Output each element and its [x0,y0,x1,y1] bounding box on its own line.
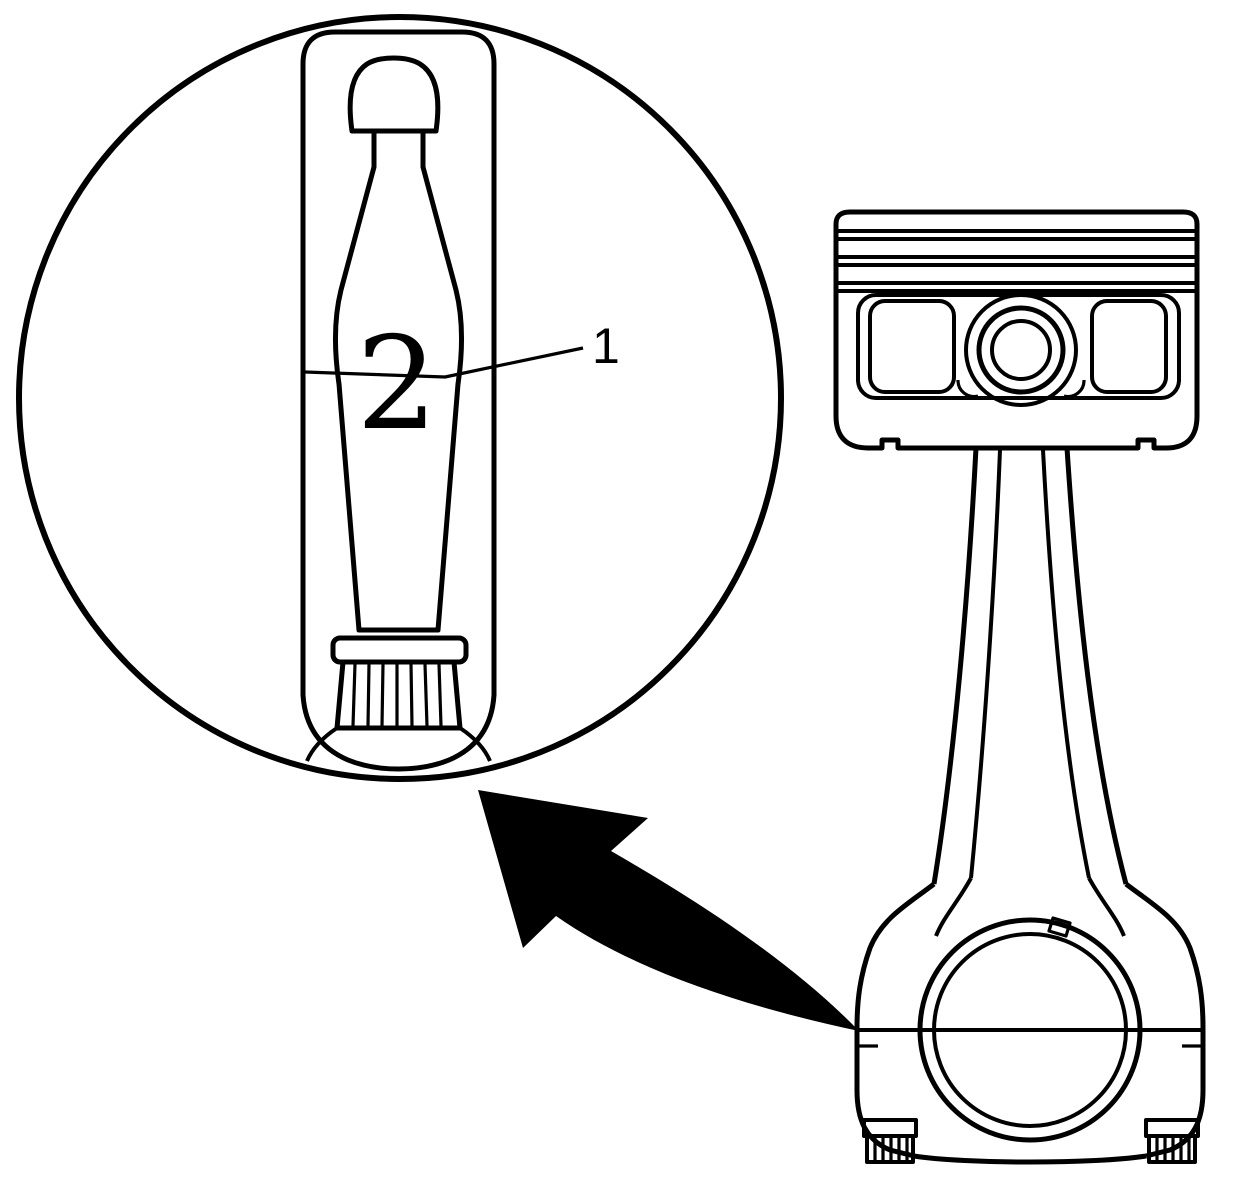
rod-shank [931,447,1129,937]
bearing-tang-notch [1047,916,1072,938]
piston-silhouette [833,209,1200,451]
rod-body-taper [333,128,464,633]
piston-ring-grooves [836,229,1197,293]
crank-bore-outer [917,917,1143,1143]
rod-bolt-left [862,1118,918,1164]
magnify-arrow [478,790,859,1031]
relief-pocket-right [1090,299,1168,394]
serration-lines [351,663,443,727]
crank-bore-inner [932,932,1128,1128]
leader-line [304,346,584,379]
serration-cap [330,635,469,665]
wrist-pin-bore [956,293,1086,407]
rod-bolt-right [1144,1118,1200,1164]
stamped-number: 2 [356,310,437,459]
rod-cap-dome [347,55,441,134]
detail-magnifier-view: 2 [16,14,784,782]
piston-connecting-rod-assembly [833,209,1206,1165]
foot-flare-right [458,726,492,762]
callout-label-1: 1 [592,318,620,374]
magnifier-circle [16,14,784,782]
foot-flare-left [305,726,339,762]
relief-pocket-left [868,299,956,394]
